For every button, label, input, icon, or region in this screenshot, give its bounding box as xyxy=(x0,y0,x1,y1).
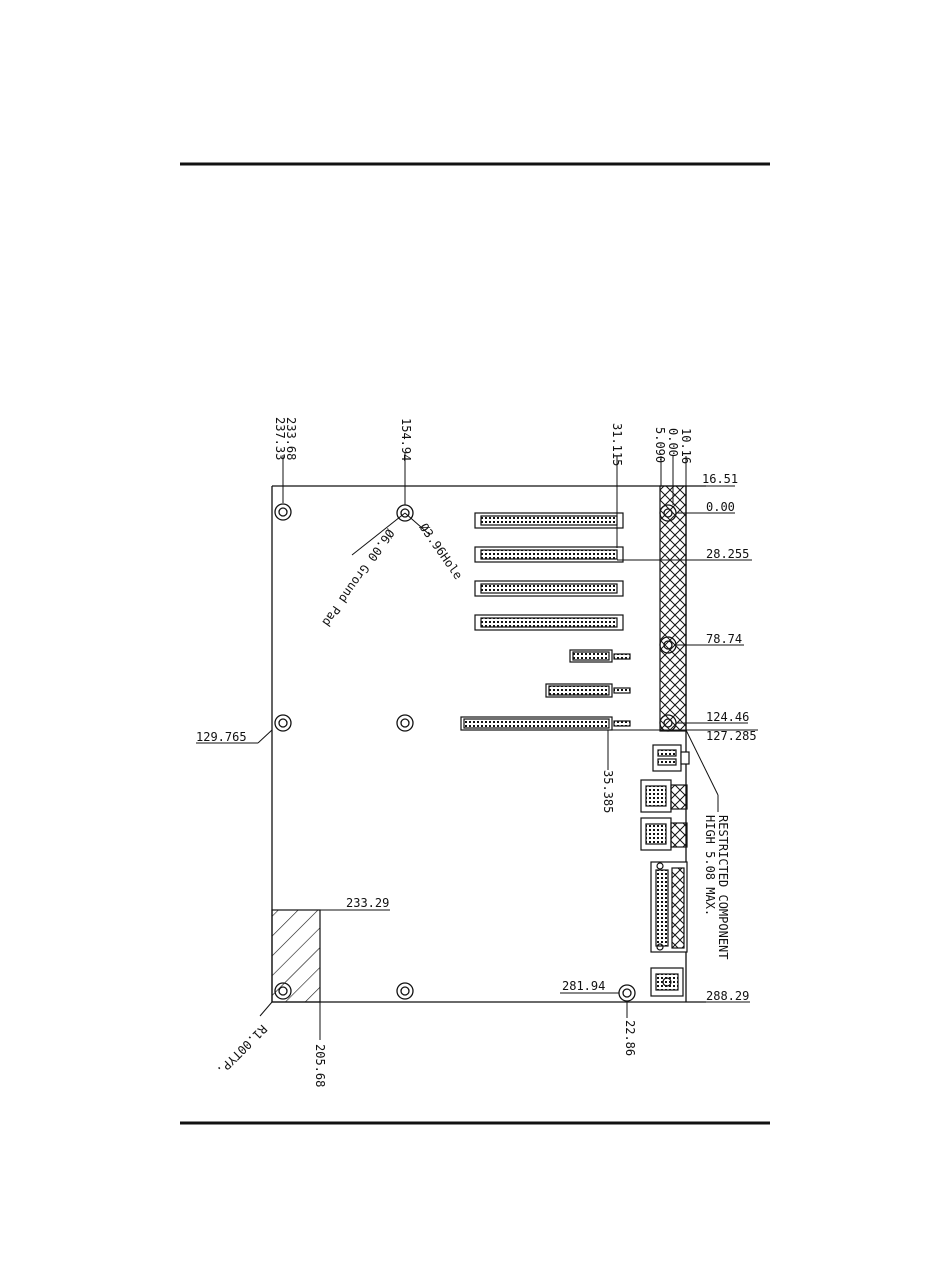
keepout-zone xyxy=(272,910,320,1002)
dim-hatch: 233.29 xyxy=(346,896,389,910)
dim-right-c: 28.255 xyxy=(706,547,749,561)
restricted-callout-line2: HIGH 5.08 MAX. xyxy=(703,815,717,916)
dim-right-d: 78.74 xyxy=(706,632,742,646)
pci-slot xyxy=(475,513,623,528)
usb-connector xyxy=(653,745,689,771)
dim-bottom-vert-a: 205.68 xyxy=(313,1044,327,1087)
pcie-x4-slot xyxy=(546,684,630,697)
ground-pad-callout: Ø6.00 Ground Pad xyxy=(319,526,397,629)
dim-top-r3: 10.16 xyxy=(679,428,693,464)
dual-port-connector xyxy=(651,862,687,952)
dim-top-r2: 0.00 xyxy=(666,428,680,457)
pci-slot xyxy=(475,547,623,562)
dim-bottom-vert-b: 22.86 xyxy=(623,1020,637,1056)
dim-slot-low: 35.385 xyxy=(601,770,615,813)
mounting-hole xyxy=(619,985,635,1001)
restricted-zone xyxy=(660,486,686,731)
dim-top-left-b: 233.68 xyxy=(284,417,298,460)
dim-right-b: 0.00 xyxy=(706,500,735,514)
dim-top-mid: 154.94 xyxy=(399,418,413,461)
audio-connector xyxy=(651,968,683,996)
mounting-holes xyxy=(275,504,676,1001)
board-outline xyxy=(272,486,706,1002)
radius-callout: R1.00TYP. xyxy=(214,1022,270,1078)
dim-right-e: 124.46 xyxy=(706,710,749,724)
mounting-hole xyxy=(275,504,291,520)
mounting-hole xyxy=(275,715,291,731)
dim-left: 129.765 xyxy=(196,730,247,744)
dim-bottom-hole: 281.94 xyxy=(562,979,605,993)
pcie-x16-slot xyxy=(461,717,630,730)
dim-right-bottom: 288.29 xyxy=(706,989,749,1003)
pci-slot xyxy=(475,615,623,630)
restricted-callout-line1: RESTRICTED COMPONENT xyxy=(716,815,730,960)
io-connectors xyxy=(641,745,689,996)
hole-callout: Ø3.96Hole xyxy=(417,521,466,582)
pcie-x1-slot xyxy=(570,650,630,662)
dim-top-r1: 5.090 xyxy=(653,427,667,463)
mounting-hole xyxy=(397,983,413,999)
mounting-hole xyxy=(397,715,413,731)
expansion-slots xyxy=(461,513,630,730)
dim-top-slot: 31.115 xyxy=(610,423,624,466)
pci-slot xyxy=(475,581,623,596)
lan-connector xyxy=(641,780,687,812)
lan-connector xyxy=(641,818,687,850)
dim-right-a: 16.51 xyxy=(702,472,738,486)
dim-right-f: 127.285 xyxy=(706,729,757,743)
